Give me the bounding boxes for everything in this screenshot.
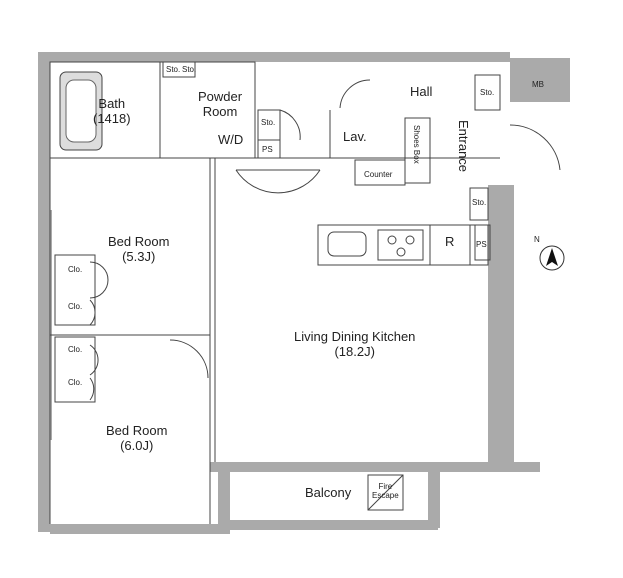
closet-label-4: Clo. — [68, 378, 83, 387]
storage-label-hall: Sto. — [480, 88, 495, 97]
storage-label-entrance: Sto. — [472, 198, 487, 207]
bedroom1-label: Bed Room(5.3J) — [108, 234, 170, 264]
shoes-box-label: Shoes Box — [412, 125, 422, 164]
stove — [377, 229, 424, 261]
storage-label-bath: Sto. — [166, 65, 181, 74]
storage-label-wd: Sto. — [261, 118, 276, 127]
counter-label: Counter — [364, 170, 393, 179]
powder-room-label: Powder Room — [198, 89, 243, 119]
lav-label: Lav. — [343, 129, 367, 144]
mb-label: MB — [532, 80, 544, 89]
fire-escape-label: Fire Escape — [372, 482, 399, 501]
fridge-label: R — [445, 234, 455, 249]
storage-label-powder: Sto. — [182, 65, 197, 74]
closet-label-2: Clo. — [68, 302, 83, 311]
north-arrow — [539, 245, 565, 271]
wd-label: W/D — [218, 132, 244, 147]
sink — [327, 231, 367, 257]
north-label: N — [534, 235, 540, 244]
exterior-walls — [38, 52, 570, 534]
doors — [89, 79, 561, 401]
ldk-label: Living Dining Kitchen(18.2J) — [294, 329, 416, 359]
bedroom2-label: Bed Room(6.0J) — [106, 423, 168, 453]
bathtub — [59, 71, 103, 151]
closet-label-1: Clo. — [68, 265, 83, 274]
interior-walls — [49, 61, 501, 524]
hall-label: Hall — [410, 84, 433, 99]
closet-label-3: Clo. — [68, 345, 83, 354]
balcony-label: Balcony — [305, 485, 352, 500]
bath-label: Bath(1418) — [93, 96, 131, 126]
ps-label-left: PS — [262, 145, 273, 154]
entrance-label: Entrance — [455, 120, 471, 173]
ps-label-right: PS — [476, 240, 487, 249]
